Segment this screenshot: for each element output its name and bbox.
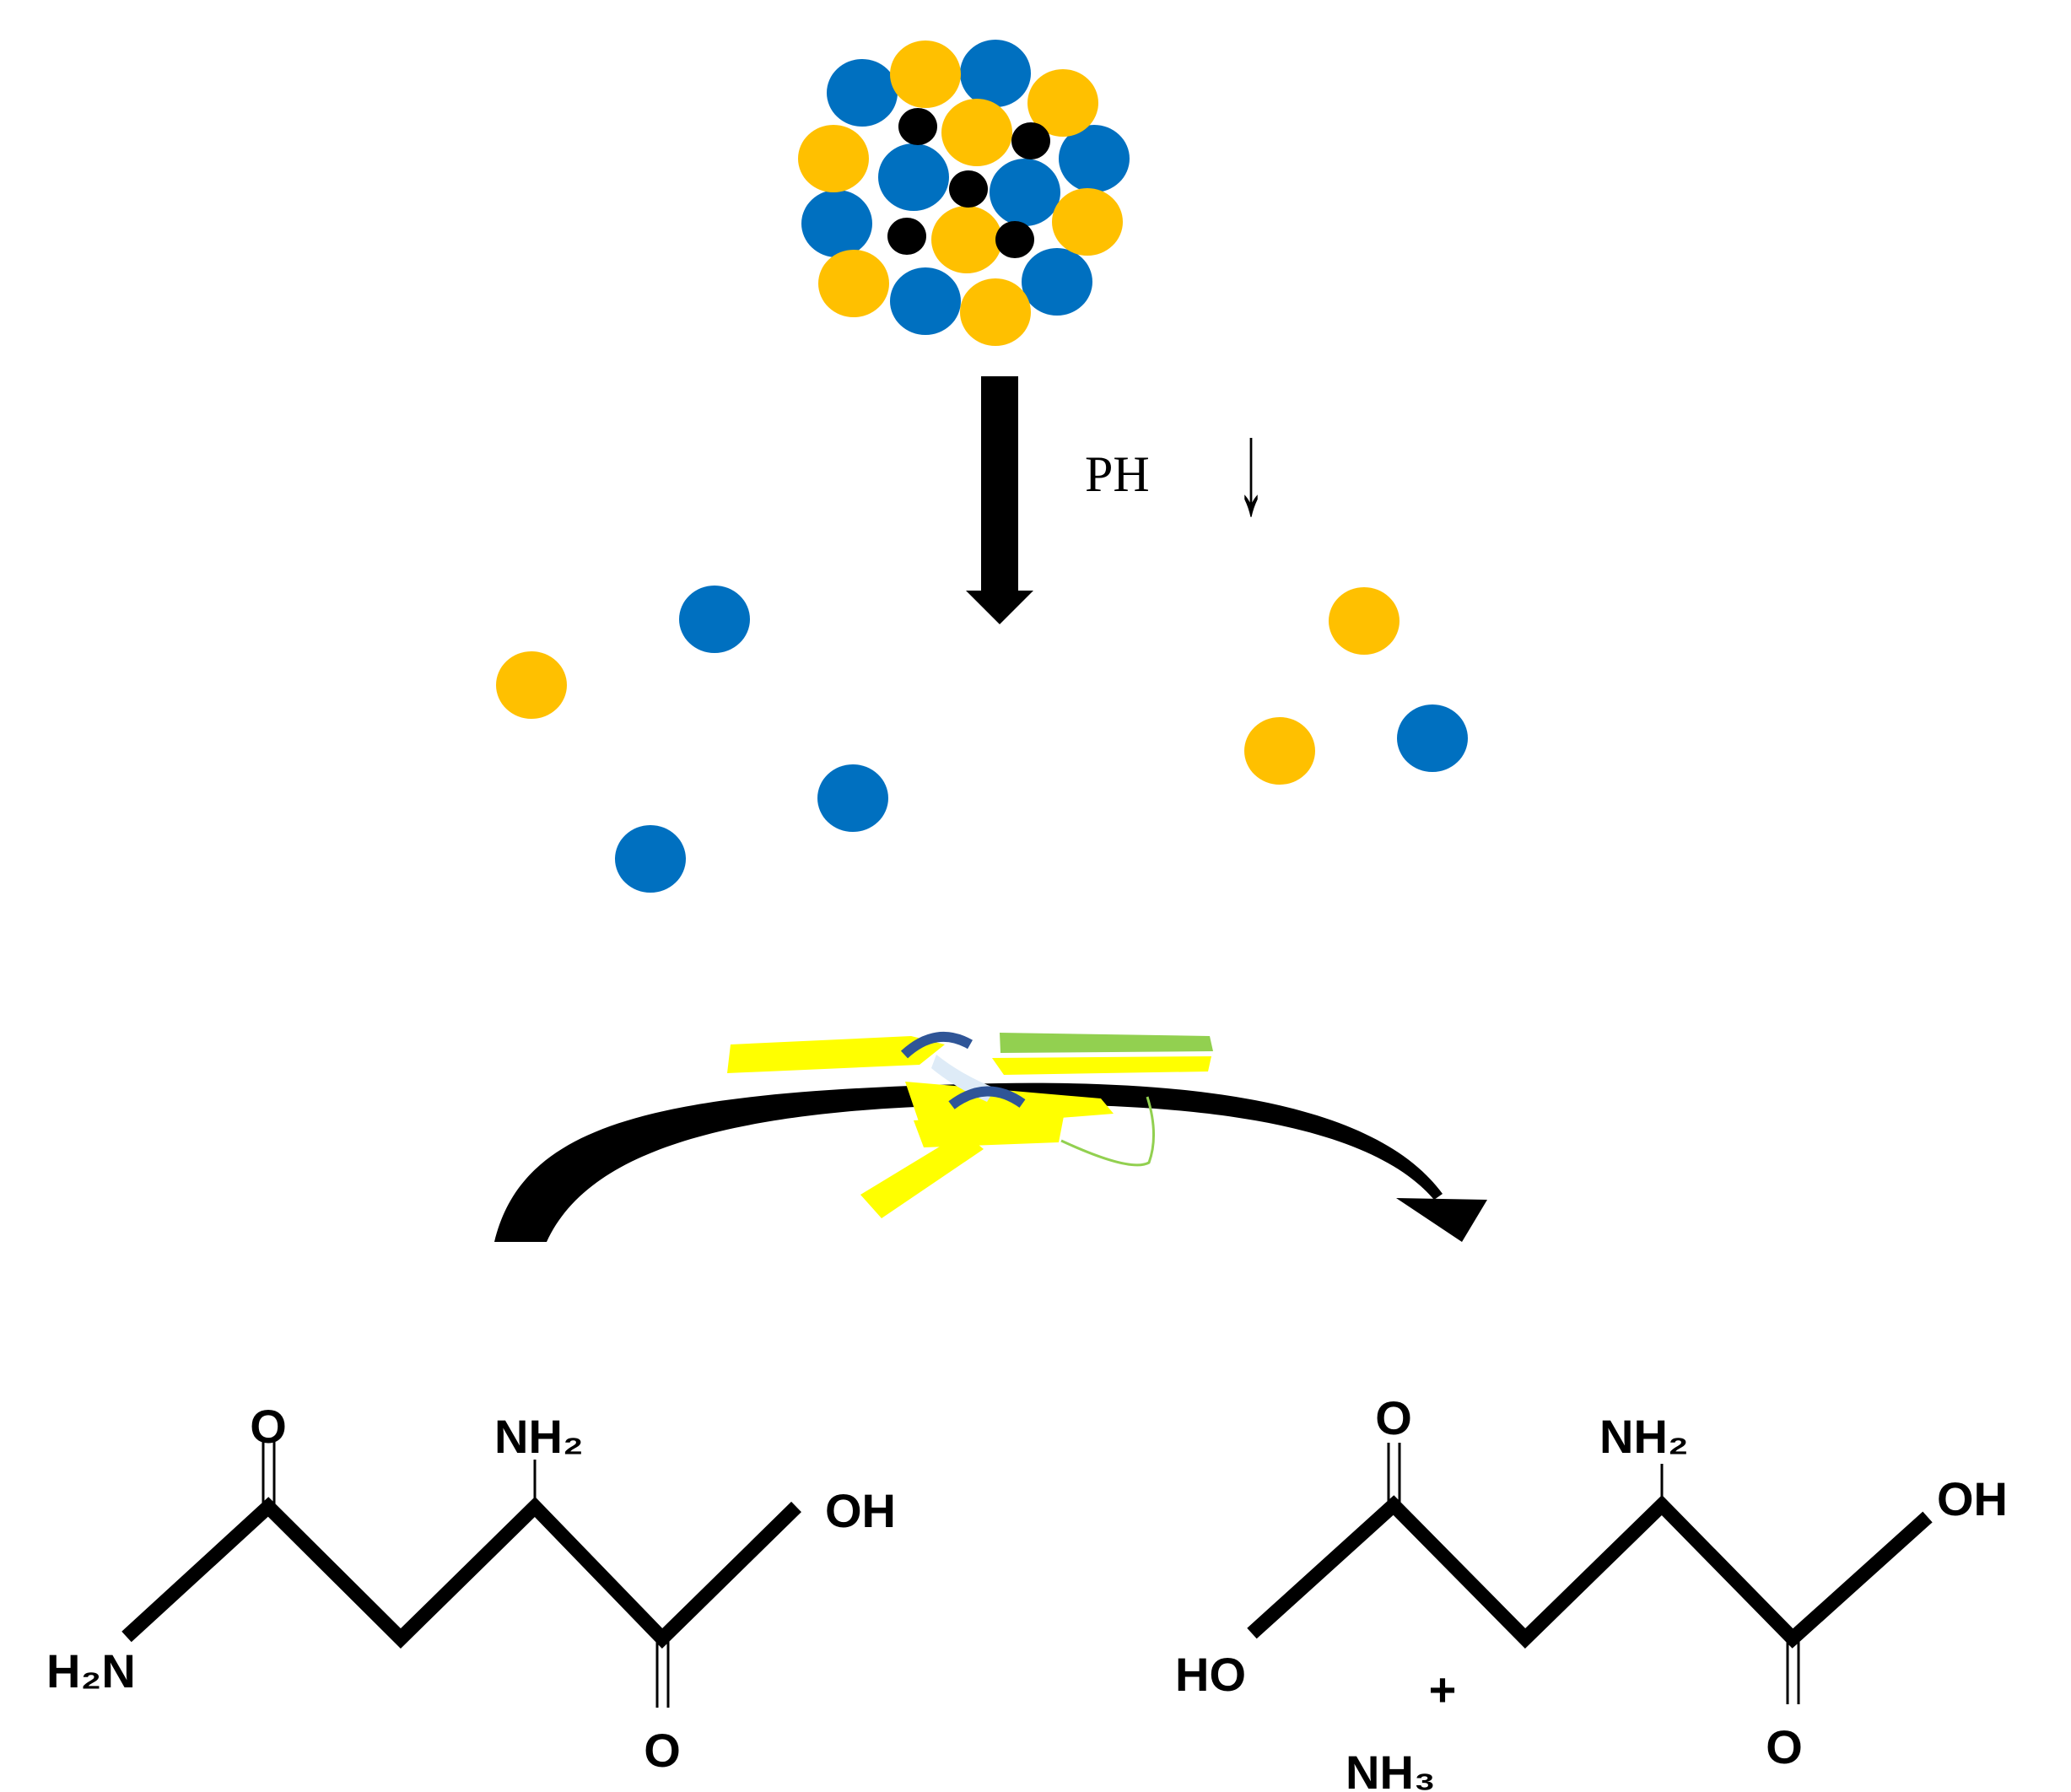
curved-reaction-arrow-icon: [494, 1082, 1487, 1242]
ph-decrease-arrow-icon: ↓: [1237, 395, 1265, 542]
cluster-yellow-particles: [798, 40, 1123, 346]
particle-blue: [1397, 704, 1468, 772]
cluster-blue-particles: [801, 40, 1130, 335]
product-alpha-amine: NH₂: [1599, 1410, 1689, 1463]
particle-blue: [679, 586, 750, 653]
reactant-amide-n: H₂N: [46, 1644, 136, 1698]
product-carbonyl-o: O: [1375, 1391, 1412, 1444]
product-acid-o: O: [1766, 1720, 1803, 1773]
particle-blue: [615, 825, 686, 893]
reactant-acid-oh: OH: [825, 1484, 896, 1537]
product-glutamic-acid: O NH₂ HO OH O + NH₃: [1175, 1391, 2008, 1792]
product-acid-oh: OH: [1937, 1472, 2008, 1525]
reactant-alpha-amine: NH₂: [494, 1410, 584, 1463]
reactant-carbonyl-o: O: [250, 1400, 287, 1453]
nanoparticle-cluster-icon: [798, 40, 1130, 346]
down-arrow-icon: [966, 376, 1033, 624]
reactant-acid-o: O: [644, 1724, 681, 1777]
reactant-glutamine: O NH₂ H₂N OH O: [46, 1400, 896, 1777]
ph-label: PH: [1085, 446, 1150, 502]
product-side-oh: HO: [1175, 1648, 1246, 1701]
cluster-core-particles: [887, 108, 1050, 258]
enzyme-icon: [727, 1031, 1213, 1218]
plus-sign: +: [1429, 1663, 1457, 1716]
particle-yellow: [496, 651, 567, 719]
particle-yellow: [1244, 717, 1315, 785]
particle-yellow: [1329, 587, 1400, 655]
released-particles: [496, 586, 1468, 893]
ammonia-label: NH₃: [1346, 1746, 1436, 1792]
particle-blue: [817, 764, 888, 832]
